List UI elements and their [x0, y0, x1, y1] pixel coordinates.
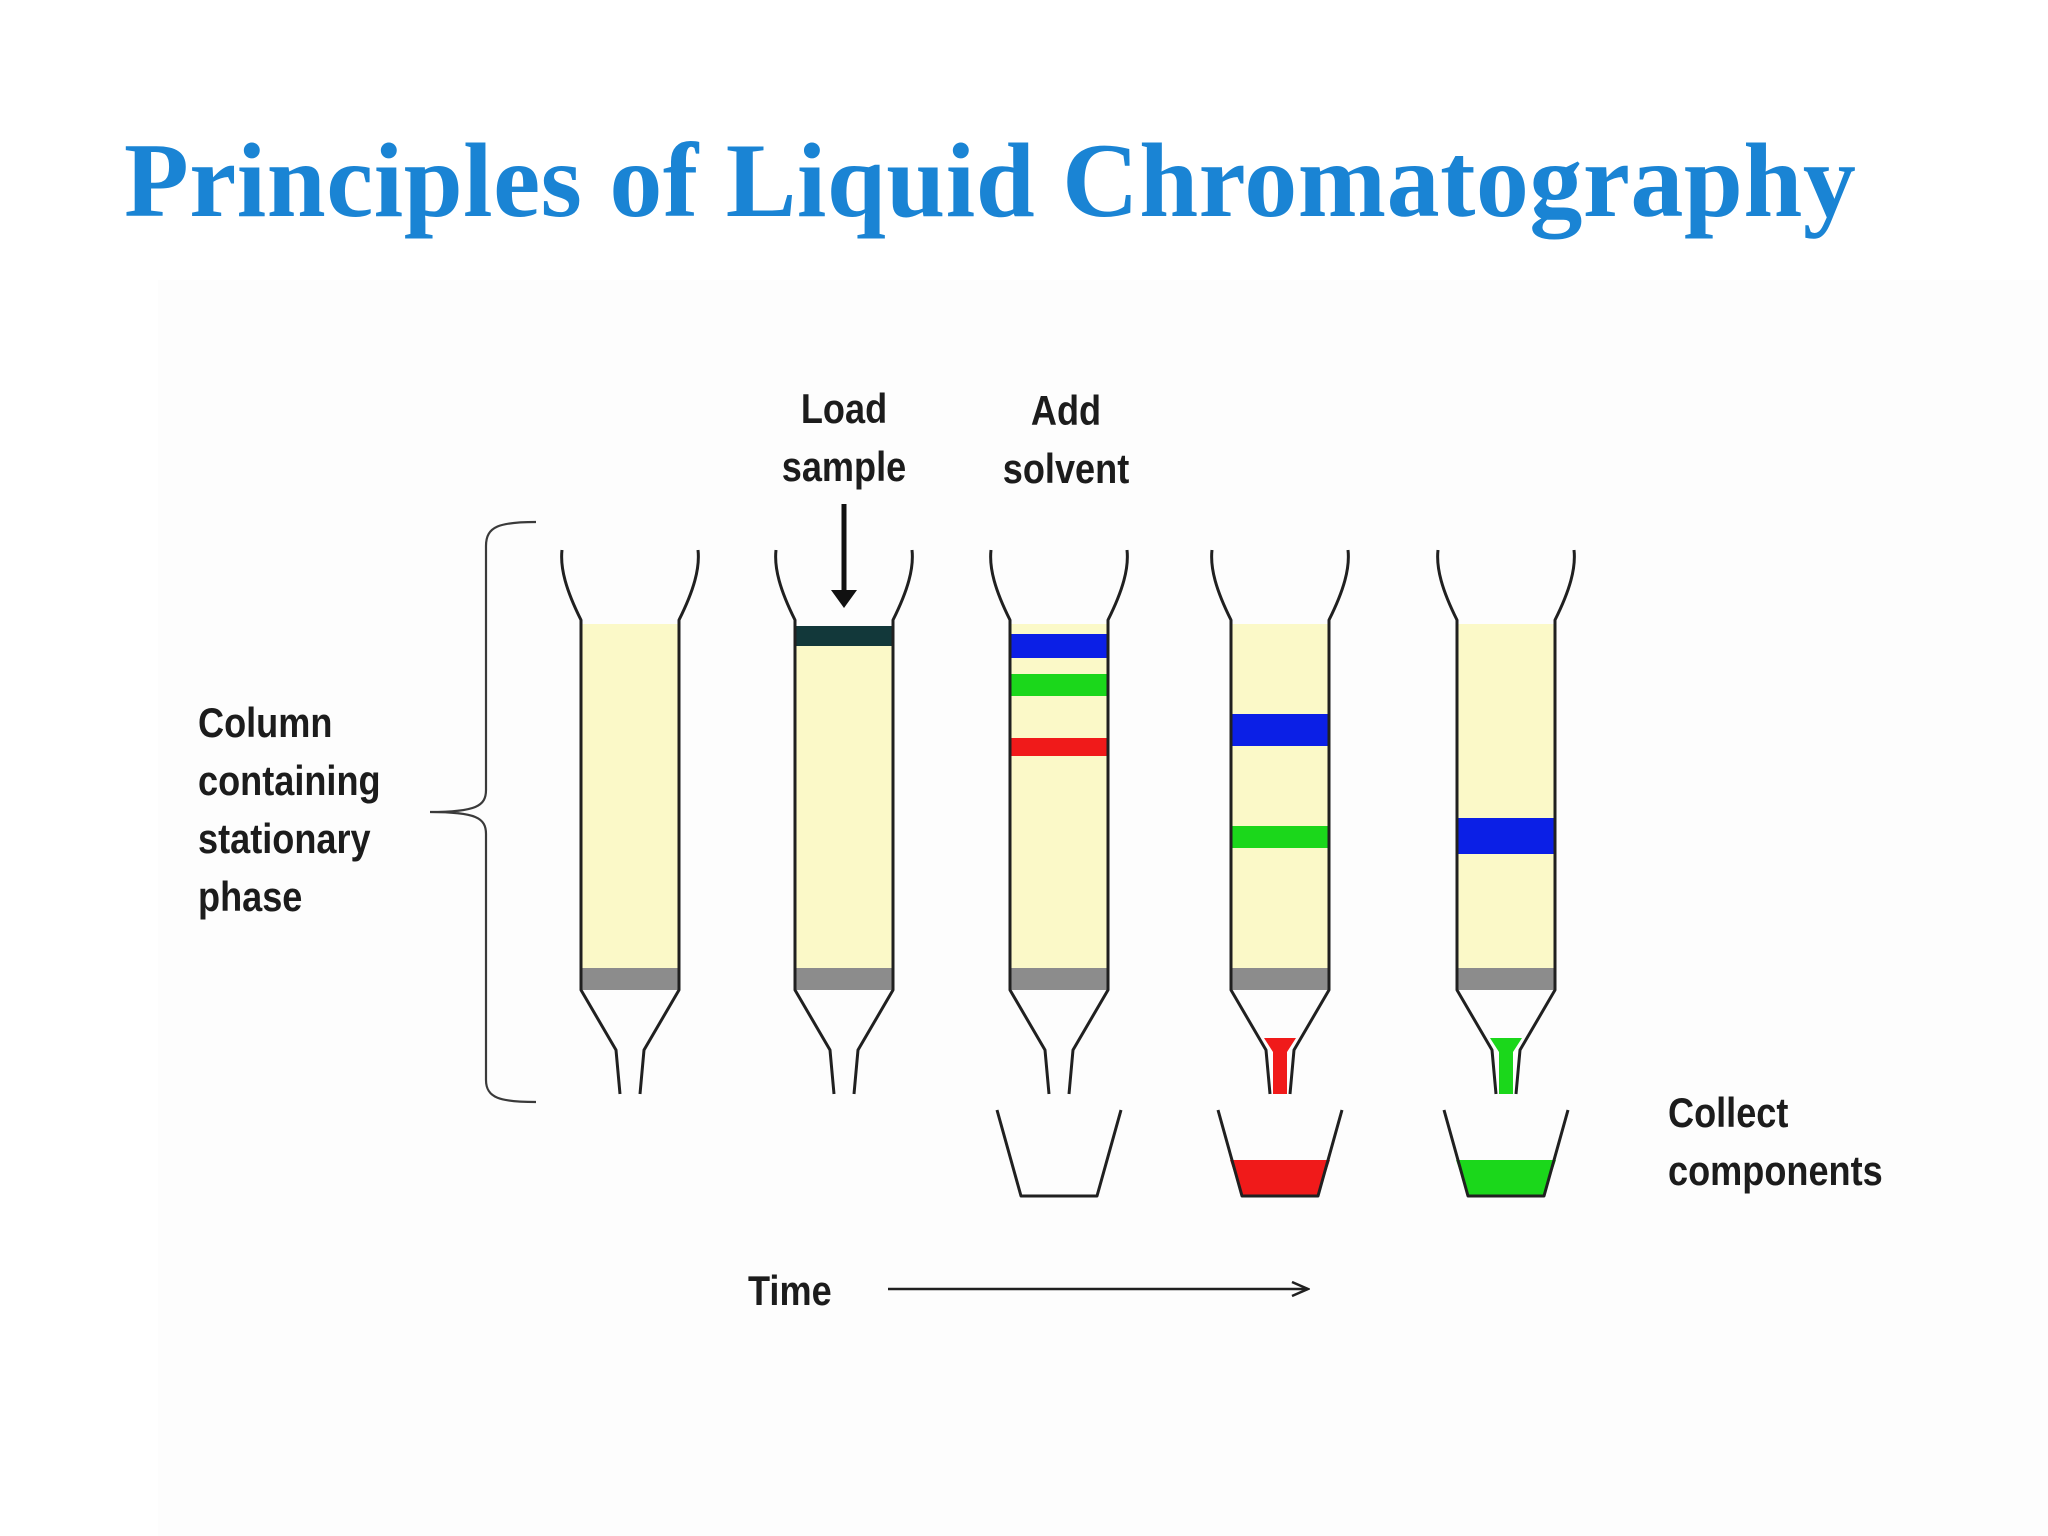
- column-label-line-4: phase: [198, 873, 303, 920]
- column-outline: [1436, 549, 1576, 1095]
- stationary-phase: [1457, 624, 1555, 968]
- collected-liquid: [1230, 1160, 1330, 1196]
- collector-beaker: [1216, 1109, 1344, 1198]
- drip-stream: [1264, 1038, 1296, 1094]
- column-outline: [1210, 549, 1350, 1095]
- time-label: Time: [748, 1267, 832, 1314]
- column-outline: [989, 549, 1129, 1095]
- column-label-line-2: containing: [198, 757, 381, 804]
- add-solvent-line-1: Add: [1030, 387, 1102, 434]
- column-stage-load-sample: [774, 549, 914, 1095]
- blue-band: [1010, 634, 1108, 658]
- load-sample-line-1: Load: [800, 385, 888, 432]
- stationary-phase: [581, 624, 679, 968]
- green-band: [1010, 674, 1108, 696]
- column-stage-elute-green: [1436, 549, 1576, 1198]
- red-band: [1010, 738, 1108, 756]
- column-outline: [774, 549, 914, 1095]
- add-solvent-label: Add solvent: [980, 382, 1152, 498]
- frit: [1231, 968, 1329, 990]
- blue-band: [1457, 818, 1555, 854]
- collect-line-2: components: [1668, 1147, 1883, 1194]
- collect-components-label: Collect components: [1668, 1084, 1883, 1200]
- collect-line-1: Collect: [1668, 1089, 1789, 1136]
- load-arrow: [831, 504, 857, 608]
- column-label-line-3: stationary: [198, 815, 371, 862]
- frit: [1457, 968, 1555, 990]
- beaker-outline: [1442, 1109, 1570, 1198]
- frit: [1010, 968, 1108, 990]
- column-outline: [560, 549, 700, 1095]
- beaker-outline: [995, 1109, 1123, 1198]
- beaker-outline: [1216, 1109, 1344, 1198]
- sample-band: [795, 626, 893, 646]
- add-solvent-line-2: solvent: [1002, 445, 1130, 492]
- column-brace: [429, 520, 537, 1104]
- column-stage-elute-red: [1210, 549, 1350, 1198]
- column-label: Column containing stationary phase: [198, 694, 381, 926]
- green-band: [1231, 826, 1329, 848]
- load-sample-label: Load sample: [758, 380, 930, 496]
- stationary-phase: [795, 628, 893, 968]
- column-label-line-1: Column: [198, 699, 333, 746]
- frit: [581, 968, 679, 990]
- collector-beaker: [995, 1109, 1123, 1198]
- load-sample-line-2: sample: [781, 443, 907, 490]
- column-stage-empty-column: [560, 549, 700, 1095]
- slide-title: Principles of Liquid Chromatography: [124, 122, 1857, 239]
- blue-band: [1231, 714, 1329, 746]
- frit: [795, 968, 893, 990]
- collected-liquid: [1456, 1160, 1556, 1196]
- collector-beaker: [1442, 1109, 1570, 1198]
- column-stage-add-solvent: [989, 549, 1129, 1198]
- drip-stream: [1490, 1038, 1522, 1094]
- stationary-phase: [1231, 624, 1329, 968]
